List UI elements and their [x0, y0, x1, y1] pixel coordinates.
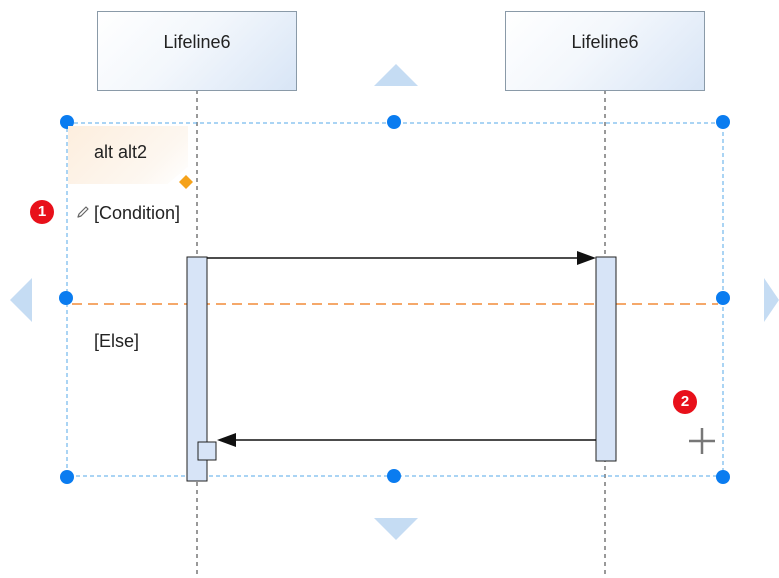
frame-diamond-handle[interactable] — [179, 175, 193, 189]
nav-arrow-down-icon[interactable] — [374, 518, 418, 540]
selection-handle-top-right[interactable] — [716, 115, 730, 129]
selection-handle-left[interactable] — [59, 291, 73, 305]
selection-handle-bottom[interactable] — [387, 469, 401, 483]
guard-condition[interactable]: [Condition] — [94, 203, 181, 223]
message-forward-arrowhead — [577, 251, 596, 265]
selection-handle-bottom-left[interactable] — [60, 470, 74, 484]
lifeline-1-name: Lifeline6 — [163, 32, 231, 52]
lifeline-2-name: Lifeline6 — [571, 32, 639, 52]
edit-pencil-icon[interactable] — [75, 204, 91, 220]
nav-arrow-right-icon[interactable] — [764, 278, 779, 322]
lifeline-2-header[interactable]: Lifeline6 — [505, 11, 705, 91]
selection-handle-right[interactable] — [716, 291, 730, 305]
lifeline-1-header[interactable]: Lifeline6 — [97, 11, 297, 91]
selection-handle-top-left[interactable] — [60, 115, 74, 129]
selection-handle-top[interactable] — [387, 115, 401, 129]
message-return-arrowhead — [217, 433, 236, 447]
callout-badge-1: 1 — [30, 200, 54, 224]
callout-badge-2: 2 — [673, 390, 697, 414]
fragment-label-tab[interactable]: alt alt2 — [68, 126, 188, 184]
nav-arrow-left-icon[interactable] — [10, 278, 32, 322]
add-plus-icon[interactable] — [686, 425, 718, 457]
nested-activation-bar[interactable] — [197, 441, 217, 461]
activation-bar-1[interactable] — [186, 256, 208, 482]
nav-arrow-up-icon[interactable] — [374, 64, 418, 86]
fragment-label: alt alt2 — [94, 142, 148, 162]
guard-else[interactable]: [Else] — [94, 331, 140, 351]
activation-bar-2[interactable] — [595, 256, 617, 462]
selection-handle-bottom-right[interactable] — [716, 470, 730, 484]
